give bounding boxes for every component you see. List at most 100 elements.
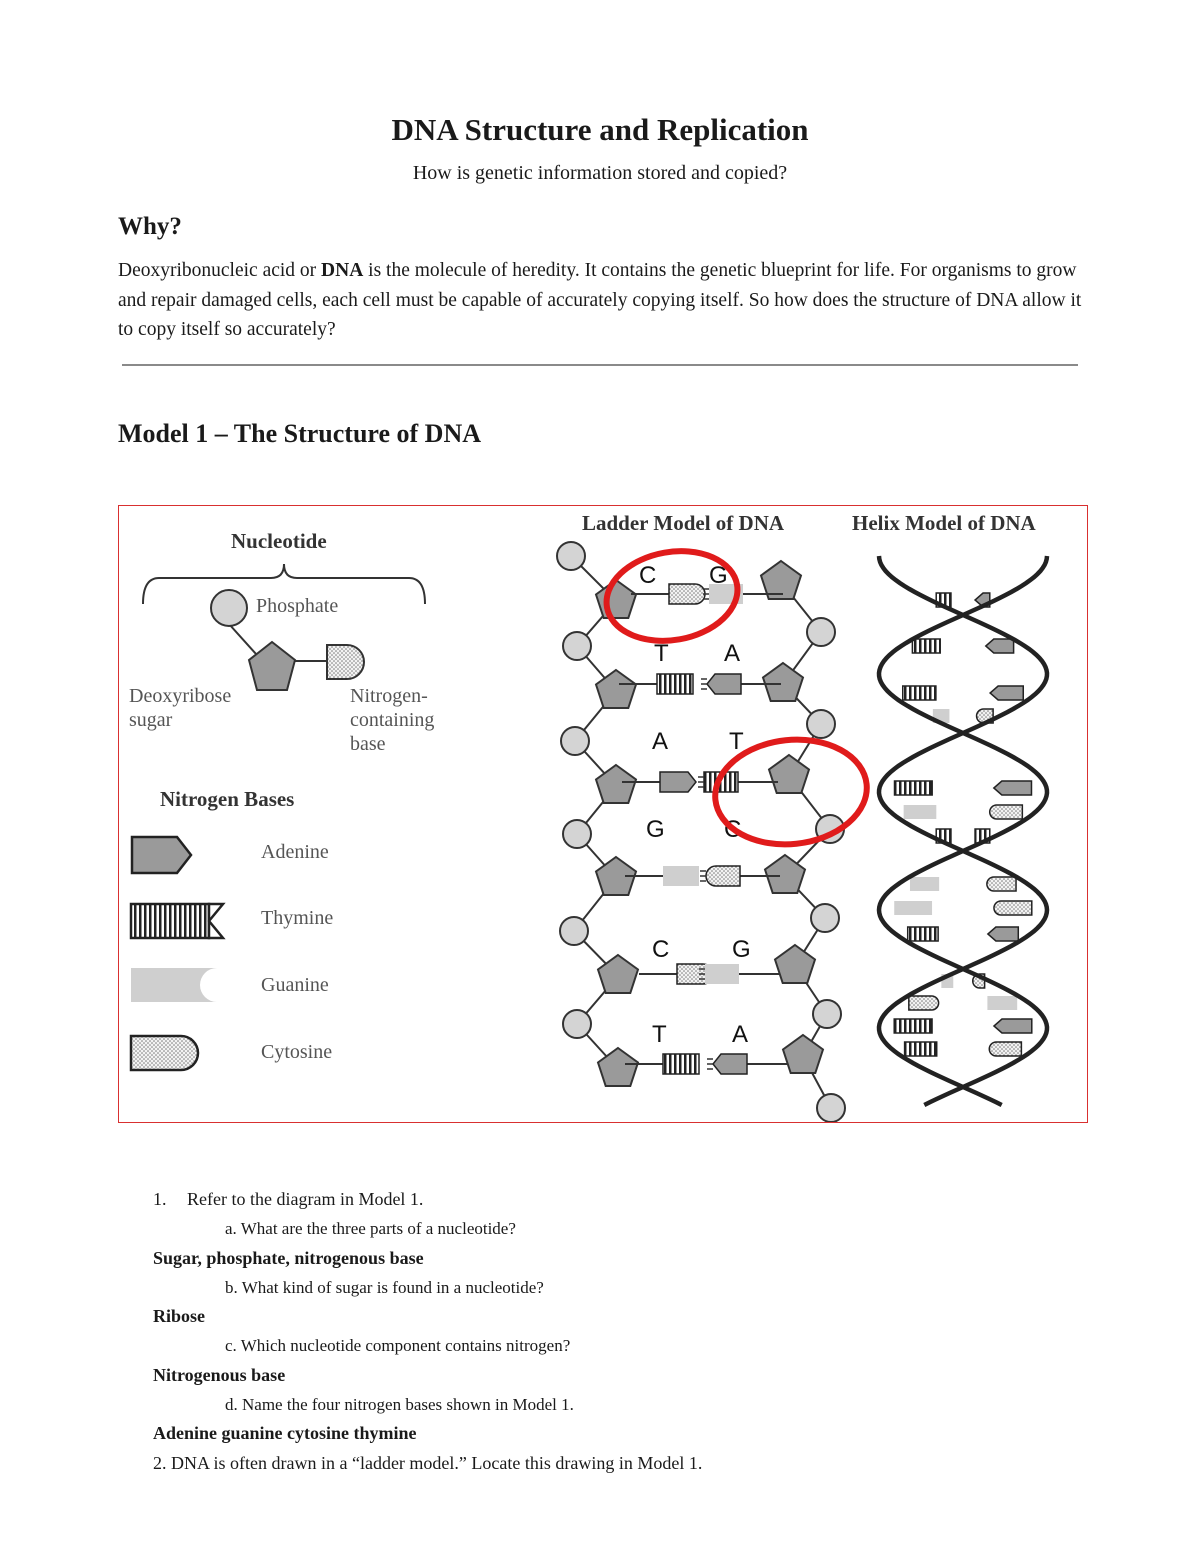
helix-base-pair bbox=[908, 927, 1019, 941]
phosphate-icon bbox=[811, 904, 839, 932]
base-label-line2: containing bbox=[350, 709, 434, 731]
helix-base-pair bbox=[912, 639, 1013, 653]
thymine-icon bbox=[908, 927, 938, 941]
phosphate-icon bbox=[560, 917, 588, 945]
helix-base-pair bbox=[904, 805, 1023, 819]
cytosine-icon bbox=[669, 584, 705, 604]
cytosine-label: Cytosine bbox=[261, 1041, 332, 1063]
phosphate-icon bbox=[807, 618, 835, 646]
ladder-letter: G bbox=[646, 816, 665, 843]
helix-base-pair bbox=[903, 686, 1024, 700]
guanine-icon bbox=[894, 901, 932, 915]
phosphate-icon bbox=[807, 710, 835, 738]
deoxyribose-icon bbox=[769, 755, 809, 793]
cytosine-icon bbox=[994, 901, 1032, 915]
adenine-icon bbox=[990, 686, 1023, 700]
thymine-icon bbox=[903, 686, 936, 700]
adenine-icon bbox=[994, 781, 1032, 795]
ladder-letter: G bbox=[732, 936, 751, 963]
page-subtitle: How is genetic information stored and co… bbox=[0, 162, 1200, 185]
why-heading: Why? bbox=[118, 213, 182, 241]
nucleotide-title: Nucleotide bbox=[231, 529, 327, 553]
guanine-label: Guanine bbox=[261, 974, 329, 996]
ladder-letter: A bbox=[732, 1021, 748, 1048]
helix-base-pair bbox=[895, 781, 1032, 795]
thymine-icon bbox=[657, 674, 693, 694]
answer-1d: Adenine guanine cytosine thymine bbox=[153, 1419, 1103, 1448]
ladder-letter: T bbox=[652, 1021, 667, 1048]
cytosine-base-icon bbox=[327, 645, 364, 679]
deoxyribose-icon bbox=[249, 642, 295, 690]
base-label-line1: Nitrogen- bbox=[350, 685, 428, 707]
thymine-icon bbox=[663, 1054, 699, 1074]
model-1-figure: Nucleotide Phosphate Deoxyribose sugar N… bbox=[118, 505, 1088, 1123]
ladder-backbone bbox=[557, 542, 845, 1122]
helix-base-pair bbox=[910, 877, 1016, 891]
guanine-icon bbox=[131, 968, 217, 1002]
guanine-icon bbox=[904, 805, 937, 819]
deoxyribose-icon bbox=[763, 663, 803, 701]
phosphate-icon bbox=[211, 590, 247, 626]
thymine-icon bbox=[131, 904, 223, 938]
ladder-base-pair bbox=[625, 866, 780, 886]
helix-title: Helix Model of DNA bbox=[852, 511, 1037, 535]
cytosine-icon bbox=[987, 877, 1016, 891]
thymine-label: Thymine bbox=[261, 907, 333, 929]
ladder-rungs bbox=[619, 584, 787, 1074]
helix-base-pair bbox=[933, 709, 993, 723]
question-1-number: 1. bbox=[153, 1185, 187, 1214]
adenine-icon bbox=[713, 1054, 747, 1074]
adenine-icon bbox=[660, 772, 696, 792]
thymine-icon bbox=[905, 1042, 937, 1056]
phosphate-icon bbox=[817, 1094, 845, 1122]
question-2: 2. DNA is often drawn in a “ladder model… bbox=[153, 1449, 1103, 1478]
question-1a: a. What are the three parts of a nucleot… bbox=[153, 1214, 1103, 1243]
phosphate-icon bbox=[561, 727, 589, 755]
question-1c: c. Which nucleotide component contains n… bbox=[153, 1331, 1103, 1360]
cytosine-icon bbox=[909, 996, 939, 1010]
adenine-icon bbox=[132, 837, 191, 873]
why-text-part1: Deoxyribonucleic acid or bbox=[118, 260, 321, 281]
question-1b: b. What kind of sugar is found in a nucl… bbox=[153, 1273, 1103, 1302]
question-1: 1.Refer to the diagram in Model 1. bbox=[153, 1185, 1103, 1214]
ladder-letter: C bbox=[639, 562, 656, 589]
cytosine-icon bbox=[131, 1036, 198, 1070]
guanine-icon bbox=[663, 866, 699, 886]
thymine-icon bbox=[912, 639, 940, 653]
deoxyribose-icon bbox=[775, 945, 815, 983]
phosphate-label: Phosphate bbox=[256, 595, 338, 617]
thymine-icon bbox=[894, 1019, 932, 1033]
why-paragraph: Deoxyribonucleic acid or DNA is the mole… bbox=[118, 256, 1093, 345]
thymine-icon bbox=[895, 781, 933, 795]
helix-base-pair bbox=[905, 1042, 1022, 1056]
sugar-label-line1: Deoxyribose bbox=[129, 685, 231, 707]
sugar-label-line2: sugar bbox=[129, 709, 173, 731]
adenine-icon bbox=[707, 674, 741, 694]
ladder-letter: T bbox=[654, 640, 669, 667]
ladder-letter: A bbox=[652, 728, 668, 755]
helix-rungs bbox=[894, 593, 1032, 1056]
question-1d: d. Name the four nitrogen bases shown in… bbox=[153, 1390, 1103, 1419]
ladder-letter: T bbox=[729, 728, 744, 755]
ladder-letter: A bbox=[724, 640, 740, 667]
question-1-text: Refer to the diagram in Model 1. bbox=[187, 1189, 423, 1209]
adenine-icon bbox=[994, 1019, 1032, 1033]
page-title: DNA Structure and Replication bbox=[0, 112, 1200, 148]
cytosine-icon bbox=[990, 805, 1023, 819]
section-divider bbox=[122, 364, 1078, 366]
answer-1a: Sugar, phosphate, nitrogenous base bbox=[153, 1244, 1103, 1273]
phosphate-icon bbox=[563, 632, 591, 660]
ladder-letter: C bbox=[652, 936, 669, 963]
guanine-icon bbox=[705, 964, 739, 984]
guanine-icon bbox=[987, 996, 1017, 1010]
adenine-label: Adenine bbox=[261, 841, 329, 863]
phosphate-icon bbox=[563, 1010, 591, 1038]
cytosine-icon bbox=[989, 1042, 1021, 1056]
helix-base-pair bbox=[894, 1019, 1032, 1033]
adenine-icon bbox=[986, 639, 1014, 653]
phosphate-icon bbox=[557, 542, 585, 570]
adenine-icon bbox=[988, 927, 1018, 941]
answer-1b: Ribose bbox=[153, 1302, 1103, 1331]
answer-1c: Nitrogenous base bbox=[153, 1361, 1103, 1390]
why-text-dna: DNA bbox=[321, 260, 363, 281]
